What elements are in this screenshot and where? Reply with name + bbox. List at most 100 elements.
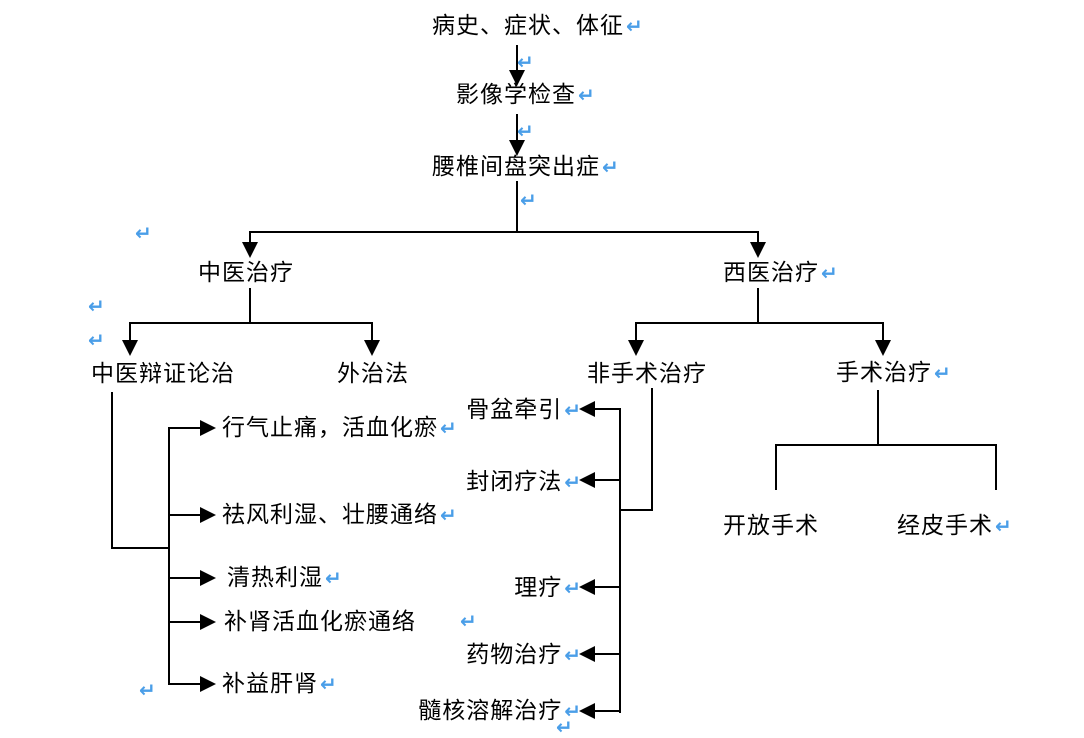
- non-surgical-method-5-label: 髓核溶解治疗: [418, 698, 563, 724]
- node-non-surgical-label: 非手术治疗: [587, 361, 707, 387]
- return-mark-icon: ↵: [517, 119, 534, 143]
- arrowhead-non-surgical: [628, 340, 644, 356]
- branch-line-non-surgical-4: [593, 653, 621, 655]
- node-surgical: 手术治疗↵: [836, 361, 951, 385]
- connector-main-split: [249, 231, 759, 233]
- arrowhead-external-therapy: [364, 340, 380, 356]
- tcm-method-1-label: 行气止痛，活血化瘀: [222, 415, 438, 441]
- arrowhead-history-imaging: [509, 70, 525, 86]
- node-tcm-treatment: 中医治疗: [198, 261, 294, 285]
- arrowhead-tcm-method-1: [200, 420, 216, 436]
- branch-line-tcm-method-5: [168, 683, 201, 685]
- non-surgical-method-1-label: 骨盆牵引: [466, 397, 563, 423]
- connector-western-split: [635, 322, 884, 324]
- arrowhead-western-treatment: [750, 242, 766, 258]
- return-mark-icon: ↵: [320, 672, 337, 696]
- connector-imaging-diagnosis: [516, 114, 518, 142]
- tcm-method-5-label: 补益肝肾: [222, 671, 318, 697]
- branch-line-non-surgical-3: [593, 586, 621, 588]
- arrowhead-non-surgical-3: [579, 579, 595, 595]
- node-tcm-syndrome: 中医辩证论治: [91, 362, 235, 386]
- return-mark-icon: ↵: [88, 294, 105, 318]
- return-mark-icon: ↵: [440, 503, 457, 527]
- node-non-surgical-method: 髓核溶解治疗↵: [418, 699, 581, 723]
- return-mark-icon: ↵: [564, 576, 581, 600]
- branch-line-tcm-method-3: [168, 577, 201, 579]
- connector-history-imaging: [516, 45, 518, 72]
- arrowhead-tcm-method-4: [200, 614, 216, 630]
- return-mark-icon: ↵: [139, 678, 156, 702]
- node-external-therapy-label: 外治法: [337, 361, 409, 387]
- return-mark-icon: ↵: [440, 416, 457, 440]
- arrowhead-non-surgical-4: [579, 646, 595, 662]
- node-tcm-syndrome-label: 中医辩证论治: [91, 361, 235, 387]
- arrowhead-non-surgical-5: [579, 703, 595, 719]
- node-percutaneous-surgery: 经皮手术↵: [897, 514, 1012, 538]
- node-tcm-treatment-label: 中医治疗: [198, 260, 294, 286]
- branch-line-tcm-method-2: [168, 514, 201, 516]
- node-non-surgical: 非手术治疗: [587, 362, 707, 386]
- drop-tcm-syndrome: [129, 322, 131, 341]
- connector-non-surgical-down: [651, 388, 653, 511]
- connector-non-surgical-elbow: [619, 509, 653, 511]
- return-mark-icon: ↵: [934, 361, 951, 385]
- node-tcm-method: 补肾活血化瘀通络: [224, 610, 416, 634]
- arrowhead-tcm-method-3: [200, 570, 216, 586]
- node-non-surgical-method: 理疗↵: [514, 576, 581, 600]
- node-non-surgical-method: 骨盆牵引↵: [466, 398, 581, 422]
- arrowhead-tcm-treatment: [242, 242, 258, 258]
- tcm-method-4-label: 补肾活血化瘀通络: [224, 609, 416, 635]
- node-diagnosis-label: 腰椎间盘突出症: [432, 154, 600, 180]
- arrowhead-non-surgical-2: [579, 472, 595, 488]
- node-external-therapy: 外治法: [337, 362, 409, 386]
- node-non-surgical-method: 药物治疗↵: [466, 643, 581, 667]
- node-tcm-method: 补益肝肾↵: [222, 672, 337, 696]
- node-tcm-method: 祛风利湿、壮腰通络↵: [222, 503, 457, 527]
- return-mark-icon: ↵: [564, 470, 581, 494]
- connector-tcm-down: [249, 288, 251, 324]
- arrowhead-imaging-diagnosis: [509, 140, 525, 156]
- node-surgical-label: 手术治疗: [836, 360, 932, 386]
- drop-open-surgery: [775, 444, 777, 490]
- connector-surgical-split: [775, 444, 997, 446]
- drop-surgical: [882, 322, 884, 341]
- node-imaging-label: 影像学检查: [456, 82, 576, 108]
- return-mark-icon: ↵: [88, 328, 105, 352]
- node-tcm-method: 清热利湿↵: [227, 566, 342, 590]
- arrowhead-surgical: [875, 340, 891, 356]
- node-open-surgery: 开放手术: [723, 514, 819, 538]
- return-mark-icon: ↵: [520, 188, 537, 212]
- arrowhead-tcm-syndrome: [122, 340, 138, 356]
- return-mark-icon: ↵: [564, 643, 581, 667]
- branch-line-non-surgical-2: [593, 479, 621, 481]
- branch-line-non-surgical-5: [593, 710, 621, 712]
- return-mark-icon: ↵: [578, 83, 595, 107]
- connector-surgical-down: [877, 390, 879, 446]
- drop-tcm-treatment: [249, 231, 251, 244]
- non-surgical-method-4-label: 药物治疗: [466, 642, 563, 668]
- node-western-treatment-label: 西医治疗: [723, 260, 819, 286]
- tcm-method-2-label: 祛风利湿、壮腰通络: [222, 502, 438, 528]
- drop-western-treatment: [757, 231, 759, 244]
- spine-tcm-methods: [168, 427, 170, 685]
- branch-line-tcm-method-4: [168, 621, 201, 623]
- return-mark-icon: ↵: [564, 398, 581, 422]
- open-surgery-label: 开放手术: [723, 513, 819, 539]
- arrowhead-non-surgical-1: [579, 401, 595, 417]
- return-mark-icon: ↵: [995, 514, 1012, 538]
- branch-line-tcm-method-1: [168, 427, 201, 429]
- drop-external-therapy: [371, 322, 373, 341]
- node-history: 病史、症状、体征↵: [432, 14, 643, 38]
- branch-line-non-surgical-1: [593, 408, 621, 410]
- node-history-label: 病史、症状、体征: [432, 13, 624, 39]
- node-tcm-method: 行气止痛，活血化瘀↵: [222, 416, 457, 440]
- drop-percutaneous-surgery: [995, 444, 997, 490]
- tcm-method-3-label: 清热利湿: [227, 565, 323, 591]
- return-mark-icon: ↵: [564, 699, 581, 723]
- drop-non-surgical: [635, 322, 637, 341]
- return-mark-icon: ↵: [517, 50, 534, 74]
- spine-non-surgical-methods: [619, 408, 621, 713]
- return-mark-icon: ↵: [602, 155, 619, 179]
- node-non-surgical-method: 封闭疗法↵: [466, 470, 581, 494]
